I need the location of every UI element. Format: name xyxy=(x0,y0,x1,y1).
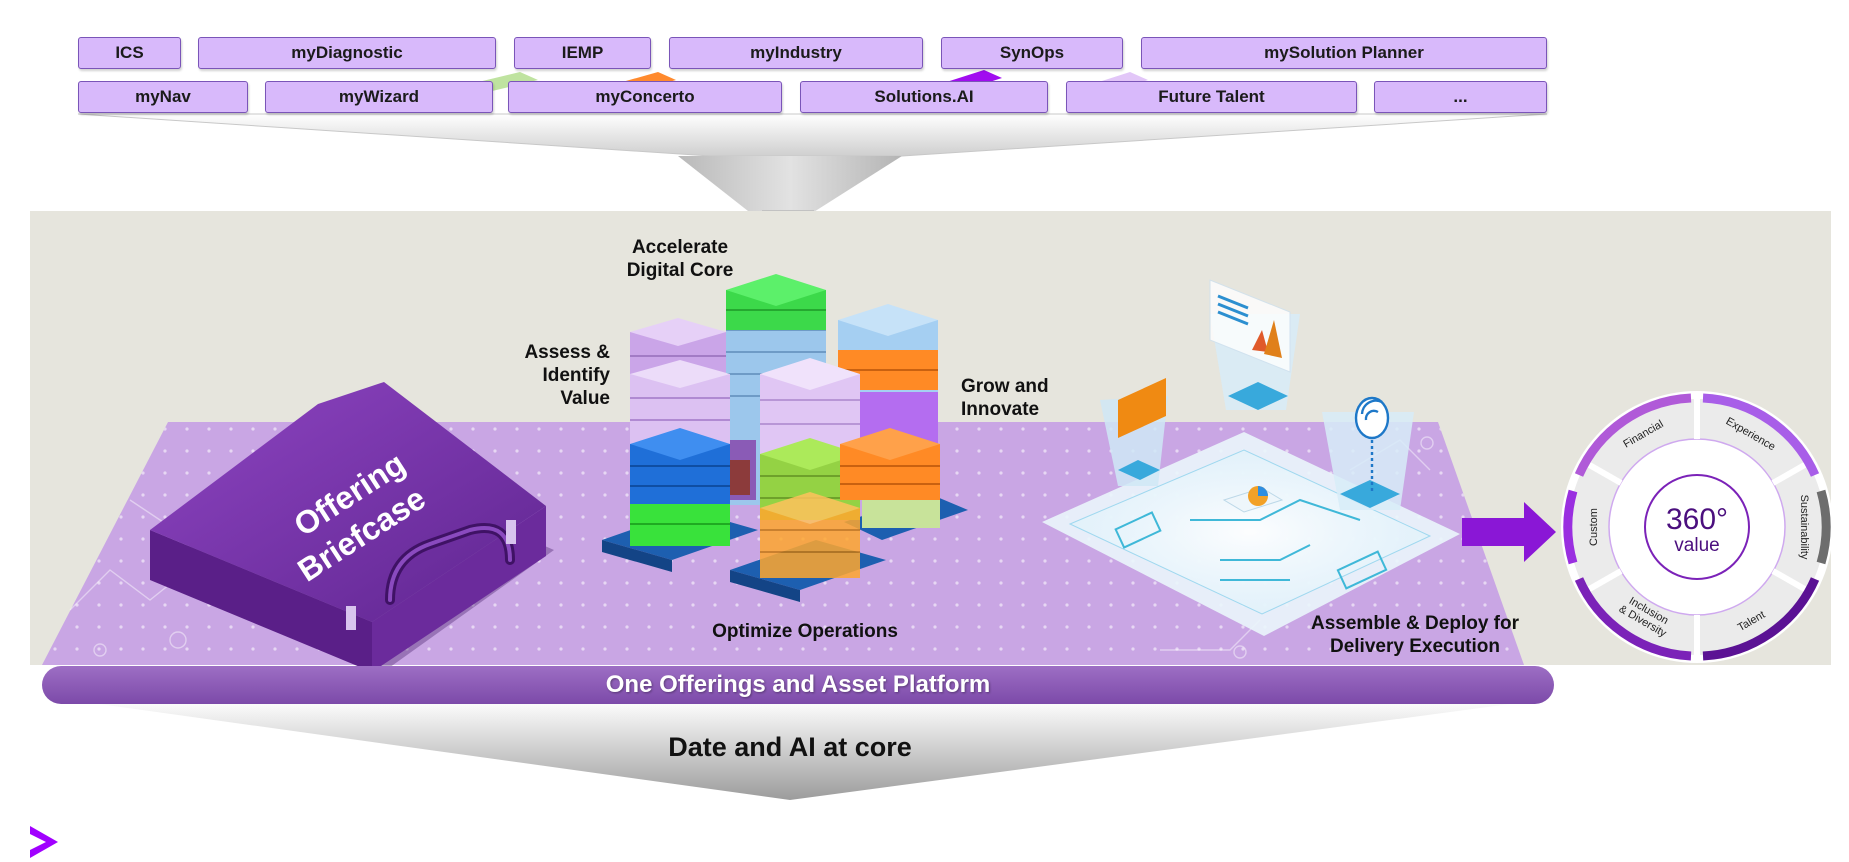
value-big: 360° xyxy=(1666,503,1728,536)
stage-assess-line2: Identify xyxy=(542,365,610,386)
tool-more[interactable]: ... xyxy=(1374,81,1547,113)
platform-label: One Offerings and Asset Platform xyxy=(605,671,991,698)
tool-myconcerto[interactable]: myConcerto xyxy=(508,81,782,113)
tool-ics[interactable]: ICS xyxy=(78,37,181,69)
arrow-right-icon xyxy=(1462,502,1556,562)
wheel-segment-custom: Custom xyxy=(1588,508,1600,546)
core-funnel xyxy=(70,700,1540,800)
offering-briefcase: Offering Briefcase xyxy=(150,382,554,672)
stage-accelerate: Accelerate Digital Core xyxy=(600,236,760,282)
stage-grow: Grow and Innovate xyxy=(961,375,1101,421)
stage-assemble-line2: Delivery Execution xyxy=(1329,636,1501,657)
chart-icon xyxy=(1209,279,1291,373)
digital-board xyxy=(1042,279,1460,636)
tool-mynav[interactable]: myNav xyxy=(78,81,248,113)
tool-synops[interactable]: SynOps xyxy=(941,37,1123,69)
tool-myindustry[interactable]: myIndustry xyxy=(669,37,923,69)
value-small: value xyxy=(1674,535,1719,556)
stage-assemble-line1: Assemble & Deploy for xyxy=(1311,613,1519,634)
stage-accelerate-line2: Digital Core xyxy=(626,260,734,281)
stage-optimize: Optimize Operations xyxy=(712,621,898,642)
wheel-segment-sustainability: Sustainability xyxy=(1798,495,1810,560)
stage-assess-line1: Assess & xyxy=(524,342,610,363)
value-wheel: 360° value Financial Experience Sustaina… xyxy=(1561,391,1833,663)
core-label: Date and AI at core xyxy=(668,732,912,762)
tool-solutions-ai[interactable]: Solutions.AI xyxy=(800,81,1048,113)
wifi-icon xyxy=(1354,396,1390,494)
tool-mydiagnostic[interactable]: myDiagnostic xyxy=(198,37,496,69)
stage-grow-line2: Innovate xyxy=(961,399,1040,420)
tool-mywizard[interactable]: myWizard xyxy=(265,81,493,113)
stage-assess: Assess & Identify Value xyxy=(490,341,610,410)
stage-grow-line1: Grow and xyxy=(961,376,1049,397)
stage-assemble: Assemble & Deploy for Delivery Execution xyxy=(1290,612,1540,658)
block-towers xyxy=(602,274,968,602)
envelope-icon xyxy=(1118,378,1166,438)
stage-accelerate-line1: Accelerate xyxy=(631,237,729,258)
tool-future-talent[interactable]: Future Talent xyxy=(1066,81,1357,113)
tool-iemp[interactable]: IEMP xyxy=(514,37,651,69)
tool-mysolution-planner[interactable]: mySolution Planner xyxy=(1141,37,1547,69)
accenture-chevron-logo xyxy=(30,826,58,858)
platform-bar xyxy=(42,666,1554,704)
stage-assess-line3: Value xyxy=(560,388,610,409)
